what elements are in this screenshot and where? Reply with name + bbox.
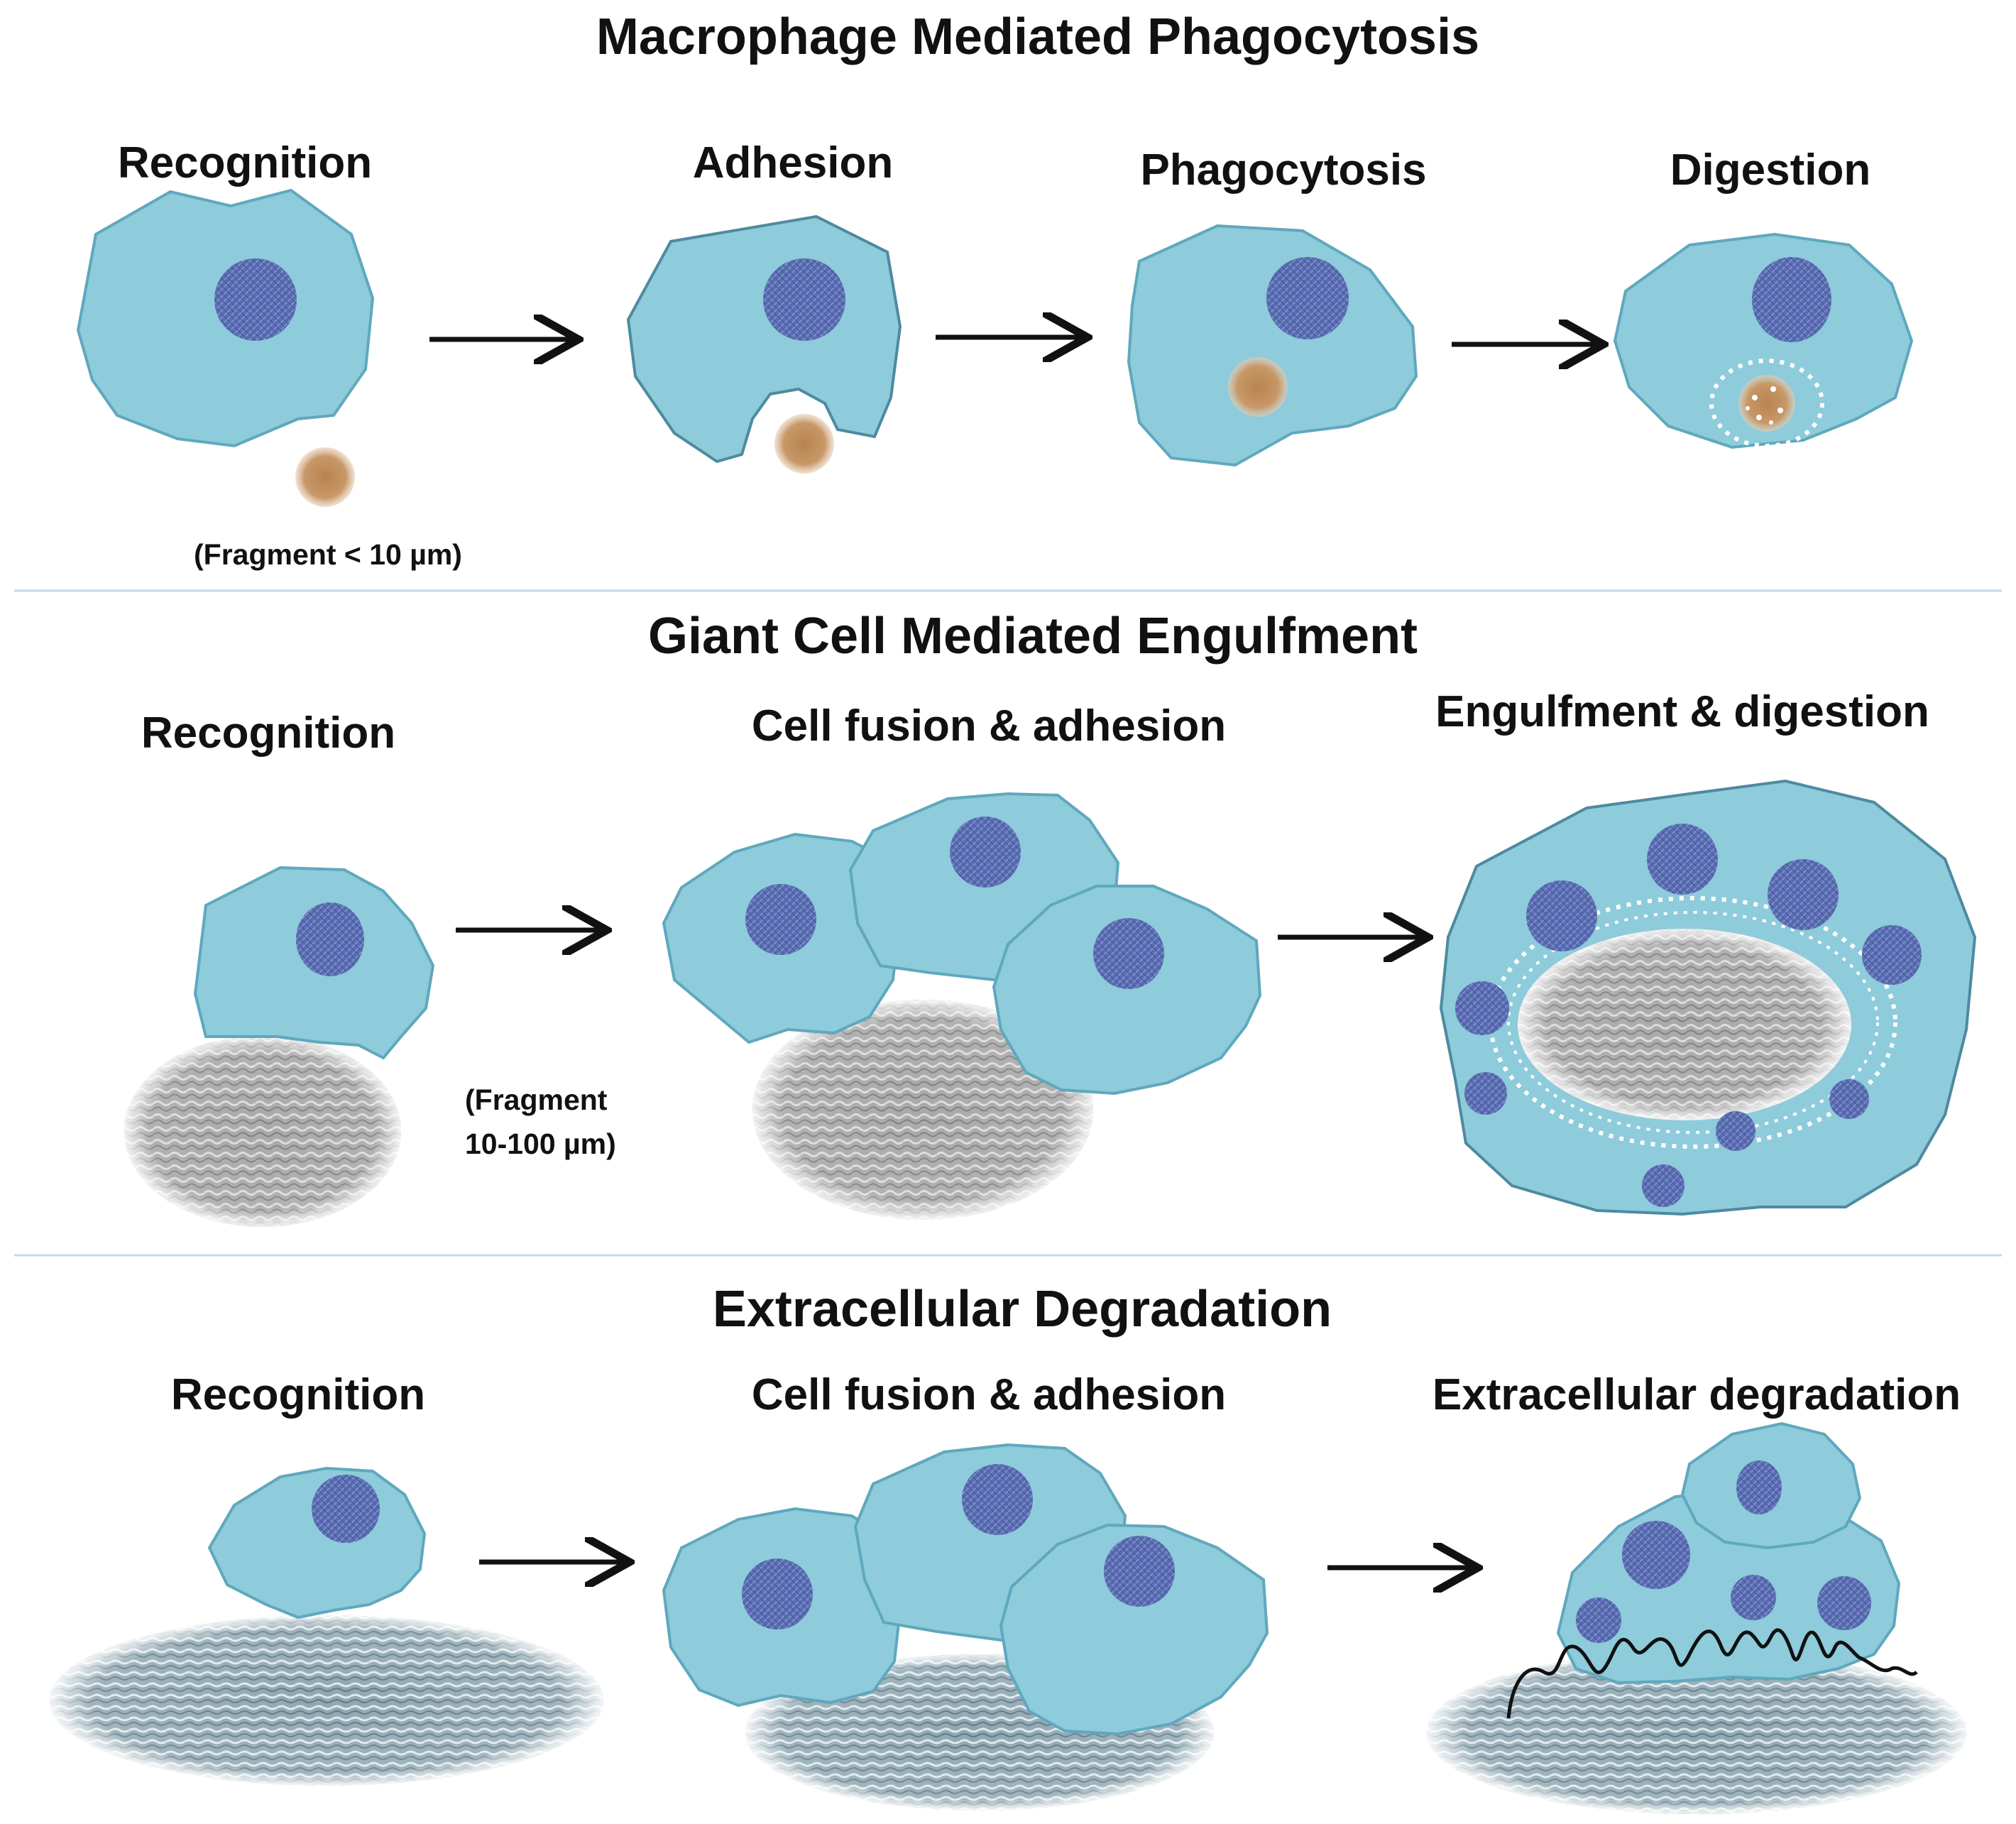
- s1-recognition-cell: [76, 188, 375, 448]
- nucleus: [312, 1475, 380, 1543]
- nucleus: [1266, 257, 1349, 339]
- s2-fragment-size-note-line1: (Fragment: [465, 1083, 608, 1116]
- s2-fusion-cell-left: [662, 832, 902, 1044]
- s2-vacuole-inner-outline: [1507, 911, 1879, 1134]
- s1-phagosome-outline: [1709, 359, 1824, 448]
- nucleus: [1716, 1111, 1755, 1151]
- s3-fusion-cell-left: [662, 1507, 904, 1708]
- s3-step-degradation-label: Extracellular degradation: [1432, 1370, 1961, 1419]
- section-3-title: Extracellular Degradation: [713, 1281, 1332, 1338]
- s2-vacuole-outline: [1489, 896, 1897, 1149]
- nucleus: [742, 1558, 813, 1629]
- s2-fusion-cell-right: [992, 885, 1262, 1096]
- s1-step-digestion-label: Digestion: [1670, 146, 1870, 195]
- s2-giant-cell: [1439, 779, 1977, 1216]
- s1-fragment-size-note: (Fragment < 10 µm): [194, 538, 462, 571]
- nucleus: [1752, 257, 1831, 342]
- s2-step-engulfment-label: Engulfment & digestion: [1435, 687, 1929, 736]
- s1-step-recognition-label: Recognition: [118, 138, 372, 187]
- s3-fusion-cell-right: [999, 1523, 1269, 1736]
- s2-recognition-cell: [193, 865, 435, 1060]
- s1-digestion-cell: [1613, 232, 1914, 449]
- nucleus: [1817, 1576, 1871, 1630]
- nucleus: [1576, 1598, 1621, 1643]
- s2-step-fusion-label: Cell fusion & adhesion: [752, 701, 1226, 750]
- nucleus: [1736, 1460, 1782, 1514]
- section-2-title: Giant Cell Mediated Engulfment: [648, 608, 1418, 665]
- s3-step-recognition-label: Recognition: [171, 1370, 425, 1419]
- s3-recognition-cell: [207, 1466, 427, 1620]
- s3-recognition-substrate: [50, 1615, 603, 1786]
- nucleus: [1526, 880, 1597, 951]
- s3-step-fusion-label: Cell fusion & adhesion: [752, 1370, 1226, 1419]
- s1-step-adhesion-label: Adhesion: [693, 138, 893, 187]
- nucleus: [1622, 1521, 1690, 1589]
- nucleus: [745, 884, 816, 955]
- nucleus: [763, 258, 845, 341]
- nucleus: [1647, 824, 1718, 895]
- s1-particle-digested: [1738, 375, 1795, 432]
- s1-particle-adhered: [774, 414, 834, 474]
- nucleus: [962, 1464, 1033, 1535]
- nucleus: [1104, 1536, 1175, 1607]
- nucleus: [1455, 981, 1509, 1035]
- s1-particle-free: [295, 447, 355, 507]
- nucleus: [296, 902, 364, 976]
- s3-degradation-trace: [1506, 1628, 1918, 1719]
- s2-fusion-fragment: [752, 1000, 1093, 1220]
- nucleus: [1731, 1575, 1776, 1620]
- s2-recognition-fragment: [124, 1035, 401, 1227]
- nucleus: [1464, 1072, 1507, 1115]
- s3-degradation-substrate: [1427, 1651, 1966, 1814]
- s3-degradation-cell-cluster: [1556, 1421, 1901, 1685]
- section-1-title: Macrophage Mediated Phagocytosis: [596, 9, 1479, 65]
- nucleus: [1862, 925, 1922, 985]
- nucleus: [1093, 918, 1164, 989]
- nucleus: [950, 817, 1021, 888]
- s1-step-phagocytosis-label: Phagocytosis: [1140, 146, 1426, 195]
- nucleus: [1642, 1164, 1684, 1207]
- s2-fragment-size-note-line2: 10-100 µm): [465, 1127, 616, 1160]
- s1-particle-internalized: [1228, 357, 1288, 417]
- s1-adhesion-cell: [626, 214, 902, 464]
- nucleus: [1829, 1079, 1869, 1119]
- nucleus: [1768, 859, 1839, 930]
- s1-phagocytosis-cell: [1127, 224, 1418, 467]
- nucleus: [214, 258, 297, 341]
- s2-step-recognition-label: Recognition: [141, 709, 395, 758]
